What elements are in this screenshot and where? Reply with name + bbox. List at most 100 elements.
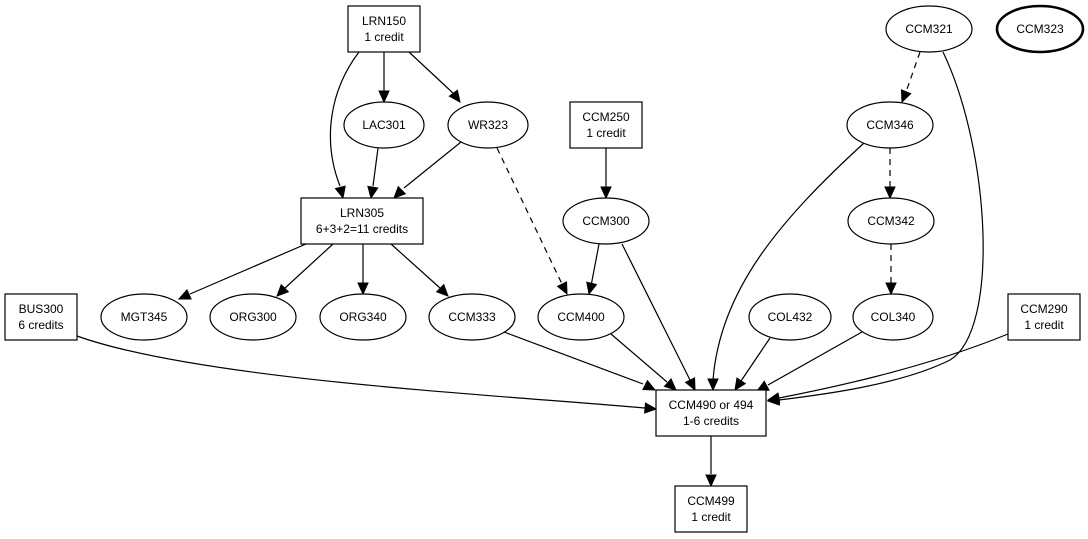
arrowhead-icon [556, 281, 568, 296]
arrowhead-icon [357, 282, 369, 296]
node-ellipse [562, 197, 650, 245]
node-title: CCM346 [866, 118, 914, 132]
node-title: CCM300 [582, 214, 630, 228]
node-ellipse [447, 101, 529, 149]
node-title: COL340 [871, 310, 916, 324]
edge-ccm300-to-ccm490 [621, 243, 696, 392]
edge-lrn305-to-ccm333 [390, 243, 449, 297]
node-box [655, 389, 767, 437]
edge-lrn150-to-wr323 [408, 51, 461, 103]
arrowhead-icon [642, 379, 657, 391]
node-col340[interactable]: COL340 [852, 293, 934, 341]
edge-ccm342-to-col340 [885, 244, 897, 296]
node-ellipse [428, 293, 516, 341]
node-credits: 6 credits [18, 318, 63, 332]
edge-wr323-to-lrn305 [393, 141, 462, 199]
node-ellipse [319, 293, 407, 341]
node-title: LAC301 [362, 118, 406, 132]
node-title: WR323 [468, 118, 508, 132]
edge-line [496, 147, 563, 285]
node-ellipse [537, 293, 625, 341]
edge-line [408, 51, 455, 95]
node-org340[interactable]: ORG340 [319, 293, 407, 341]
edge-col340-to-ccm490 [755, 331, 863, 392]
node-ellipse [100, 293, 188, 341]
node-credits: 1 credit [586, 126, 626, 140]
node-ccm321[interactable]: CCM321 [885, 5, 973, 53]
arrowhead-icon [177, 288, 192, 300]
edge-lrn150-to-lac301 [378, 52, 390, 104]
arrowhead-icon [586, 281, 598, 296]
arrowhead-icon [367, 185, 379, 200]
edge-lrn305-to-mgt345 [177, 243, 307, 300]
edges-layer [76, 51, 1009, 488]
node-wr323[interactable]: WR323 [447, 101, 529, 149]
edge-line [621, 243, 691, 381]
arrowhead-icon [884, 186, 896, 200]
node-col432[interactable]: COL432 [748, 293, 832, 341]
node-credits: 1 credit [1024, 318, 1064, 332]
edge-line [778, 51, 984, 401]
node-title: ORG340 [339, 310, 387, 324]
arrowhead-icon [734, 377, 747, 392]
edge-lrn305-to-org340 [357, 244, 369, 296]
node-ellipse [995, 4, 1085, 54]
arrowhead-icon [393, 185, 407, 199]
node-title: CCM342 [867, 214, 915, 228]
node-ccm323[interactable]: CCM323 [995, 4, 1085, 54]
arrowhead-icon [900, 89, 912, 104]
node-title: CCM321 [905, 22, 953, 36]
node-ellipse [885, 5, 973, 53]
arrowhead-icon [276, 283, 290, 297]
edge-line [403, 141, 462, 189]
node-box [4, 293, 78, 341]
node-title: LRN305 [340, 206, 384, 220]
edge-bus300-to-ccm490 [76, 335, 658, 414]
node-org300[interactable]: ORG300 [209, 293, 297, 341]
node-ellipse [852, 293, 934, 341]
arrowhead-icon [334, 185, 346, 200]
edge-ccm321-to-ccm346 [900, 51, 921, 104]
node-title: ORG300 [229, 310, 277, 324]
node-title: CCM323 [1016, 22, 1064, 36]
node-box [347, 5, 421, 53]
node-ccm346[interactable]: CCM346 [846, 101, 934, 149]
edge-lrn305-to-org300 [276, 243, 334, 297]
node-ccm333[interactable]: CCM333 [428, 293, 516, 341]
node-title: MGT345 [121, 310, 168, 324]
node-lac301[interactable]: LAC301 [343, 101, 425, 149]
arrowhead-icon [644, 402, 658, 414]
node-ccm400[interactable]: CCM400 [537, 293, 625, 341]
node-title: CCM333 [448, 310, 496, 324]
edge-ccm400-to-ccm490 [610, 333, 677, 391]
node-ellipse [343, 101, 425, 149]
node-box [674, 485, 748, 533]
edge-line [778, 333, 1009, 399]
arrowhead-icon [663, 378, 677, 391]
arrowhead-icon [378, 90, 390, 104]
edge-ccm490-to-ccm499 [705, 436, 717, 488]
node-mgt345[interactable]: MGT345 [100, 293, 188, 341]
edge-ccm290-to-ccm490 [766, 333, 1009, 404]
edge-line [712, 142, 865, 381]
node-ellipse [748, 293, 832, 341]
node-ccm342[interactable]: CCM342 [847, 197, 935, 245]
edge-line [905, 51, 921, 93]
arrowhead-icon [766, 392, 781, 404]
node-title: LRN150 [362, 14, 406, 28]
edge-line [76, 335, 646, 409]
edge-ccm346-to-ccm342 [884, 148, 896, 200]
edge-ccm346-to-ccm490 [707, 142, 865, 392]
node-credits: 1-6 credits [683, 414, 739, 428]
edge-ccm300-to-ccm400 [586, 243, 600, 296]
edge-line [329, 51, 360, 187]
node-ccm300[interactable]: CCM300 [562, 197, 650, 245]
